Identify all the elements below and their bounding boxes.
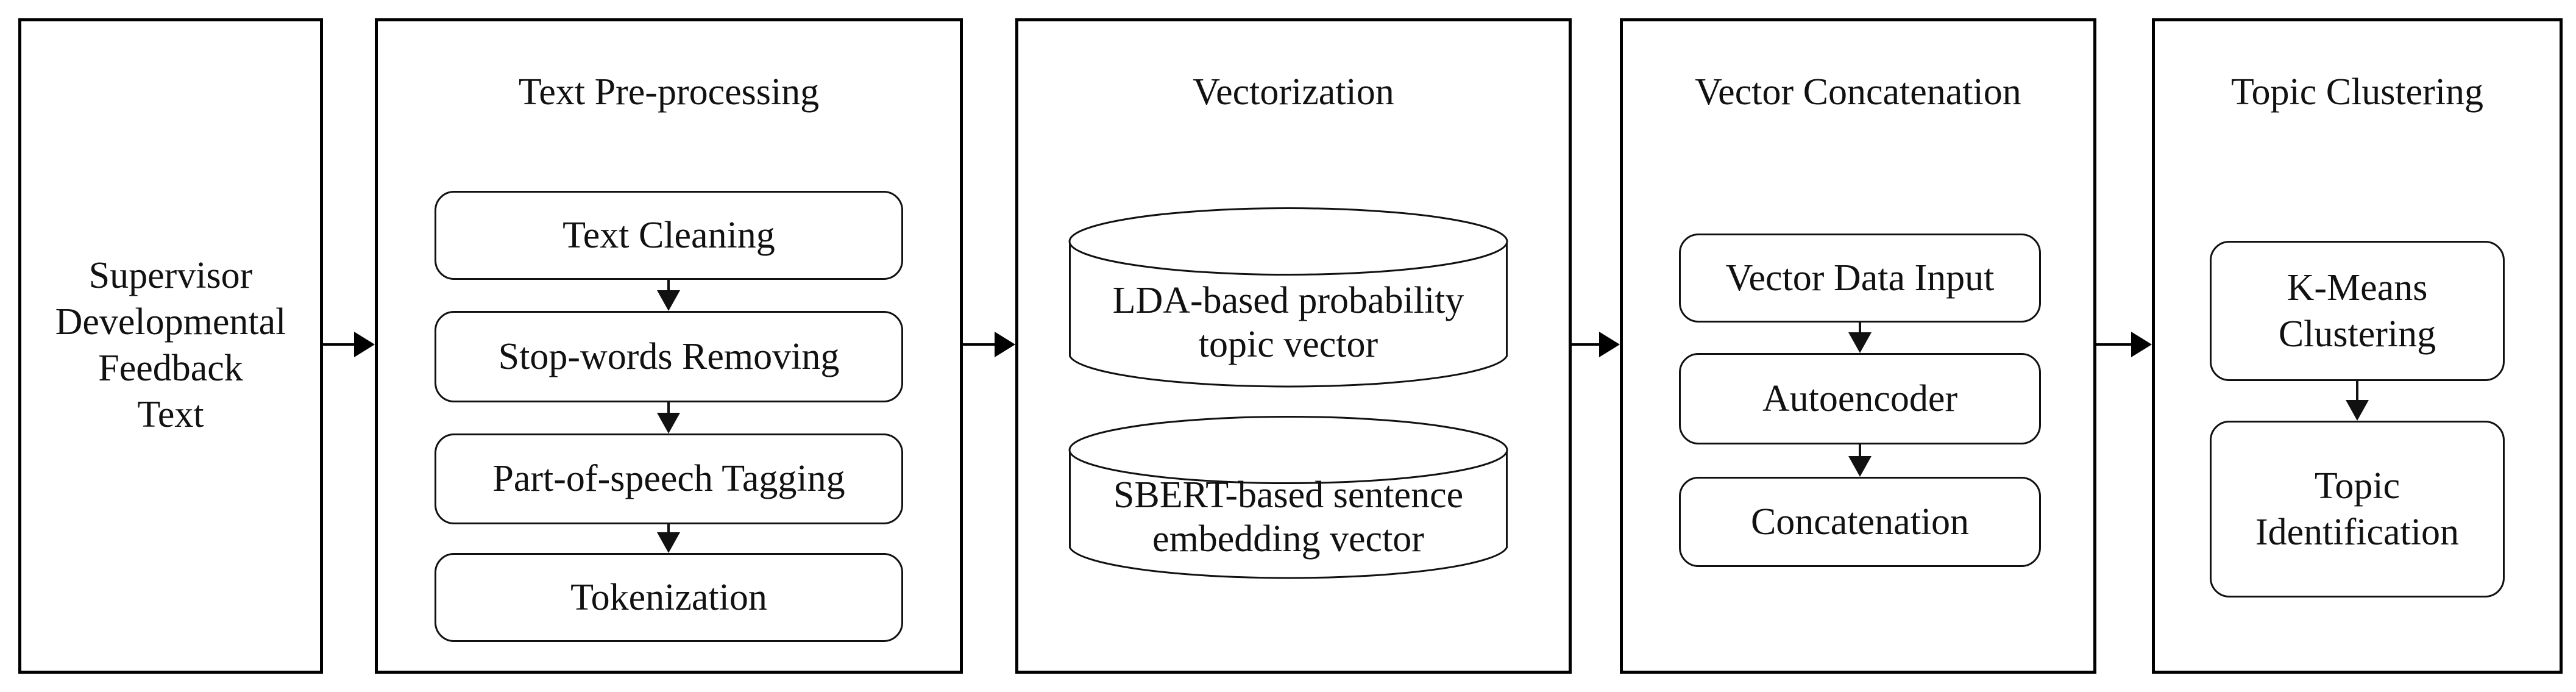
concatenation-title: Vector Concatenation (1695, 71, 2021, 113)
step-label: K-Means Clustering (2279, 265, 2436, 357)
input-label-line: Feedback (98, 348, 243, 389)
step-stopwords-removing: Stop-words Removing (435, 311, 903, 402)
input-label-line: Supervisor (88, 255, 253, 296)
step-label: Topic Identification (2255, 463, 2459, 555)
step-label-line: Topic (2314, 465, 2400, 507)
vectorization-title: Vectorization (1193, 71, 1394, 113)
step-label: Vector Data Input (1725, 257, 1995, 299)
clustering-title: Topic Clustering (2230, 71, 2484, 113)
cylinder-shape (1068, 416, 1508, 579)
step-label: Part-of-speech Tagging (492, 458, 845, 499)
step-label-line: K-Means (2287, 267, 2428, 309)
step-label-line: Identification (2255, 512, 2459, 553)
step-autoencoder: Autoencoder (1679, 353, 2041, 444)
step-tokenization: Tokenization (435, 553, 903, 642)
datastore-sbert-vector: SBERT-based sentence embedding vector (1068, 415, 1508, 582)
step-label: Text Cleaning (562, 214, 775, 256)
datastore-label: SBERT-based sentence embedding vector (1068, 471, 1508, 563)
input-label-line: Developmental (55, 301, 286, 343)
step-label: Concatenation (1750, 501, 1970, 543)
step-label: Tokenization (570, 576, 767, 618)
datastore-label-line: SBERT-based sentence (1113, 474, 1464, 516)
datastore-label: LDA-based probability topic vector (1068, 271, 1508, 374)
step-topic-identification: Topic Identification (2210, 421, 2505, 597)
step-text-cleaning: Text Cleaning (435, 191, 903, 280)
cylinder-shape (1068, 207, 1508, 388)
step-label: Stop-words Removing (498, 335, 840, 377)
input-panel (18, 18, 323, 674)
input-label: Supervisor Developmental Feedback Text (18, 252, 323, 438)
step-label: Autoencoder (1762, 377, 1958, 419)
step-kmeans-clustering: K-Means Clustering (2210, 241, 2505, 381)
input-label-line: Text (137, 394, 204, 435)
step-vector-data-input: Vector Data Input (1679, 234, 2041, 323)
datastore-label-line: embedding vector (1152, 518, 1424, 560)
datastore-lda-vector: LDA-based probability topic vector (1068, 207, 1508, 391)
step-pos-tagging: Part-of-speech Tagging (435, 433, 903, 524)
step-label-line: Clustering (2278, 313, 2436, 355)
preprocessing-title: Text Pre-processing (518, 71, 820, 113)
step-concatenation: Concatenation (1679, 477, 2041, 567)
datastore-label-line: LDA-based probability (1112, 280, 1464, 321)
datastore-label-line: topic vector (1198, 324, 1378, 365)
